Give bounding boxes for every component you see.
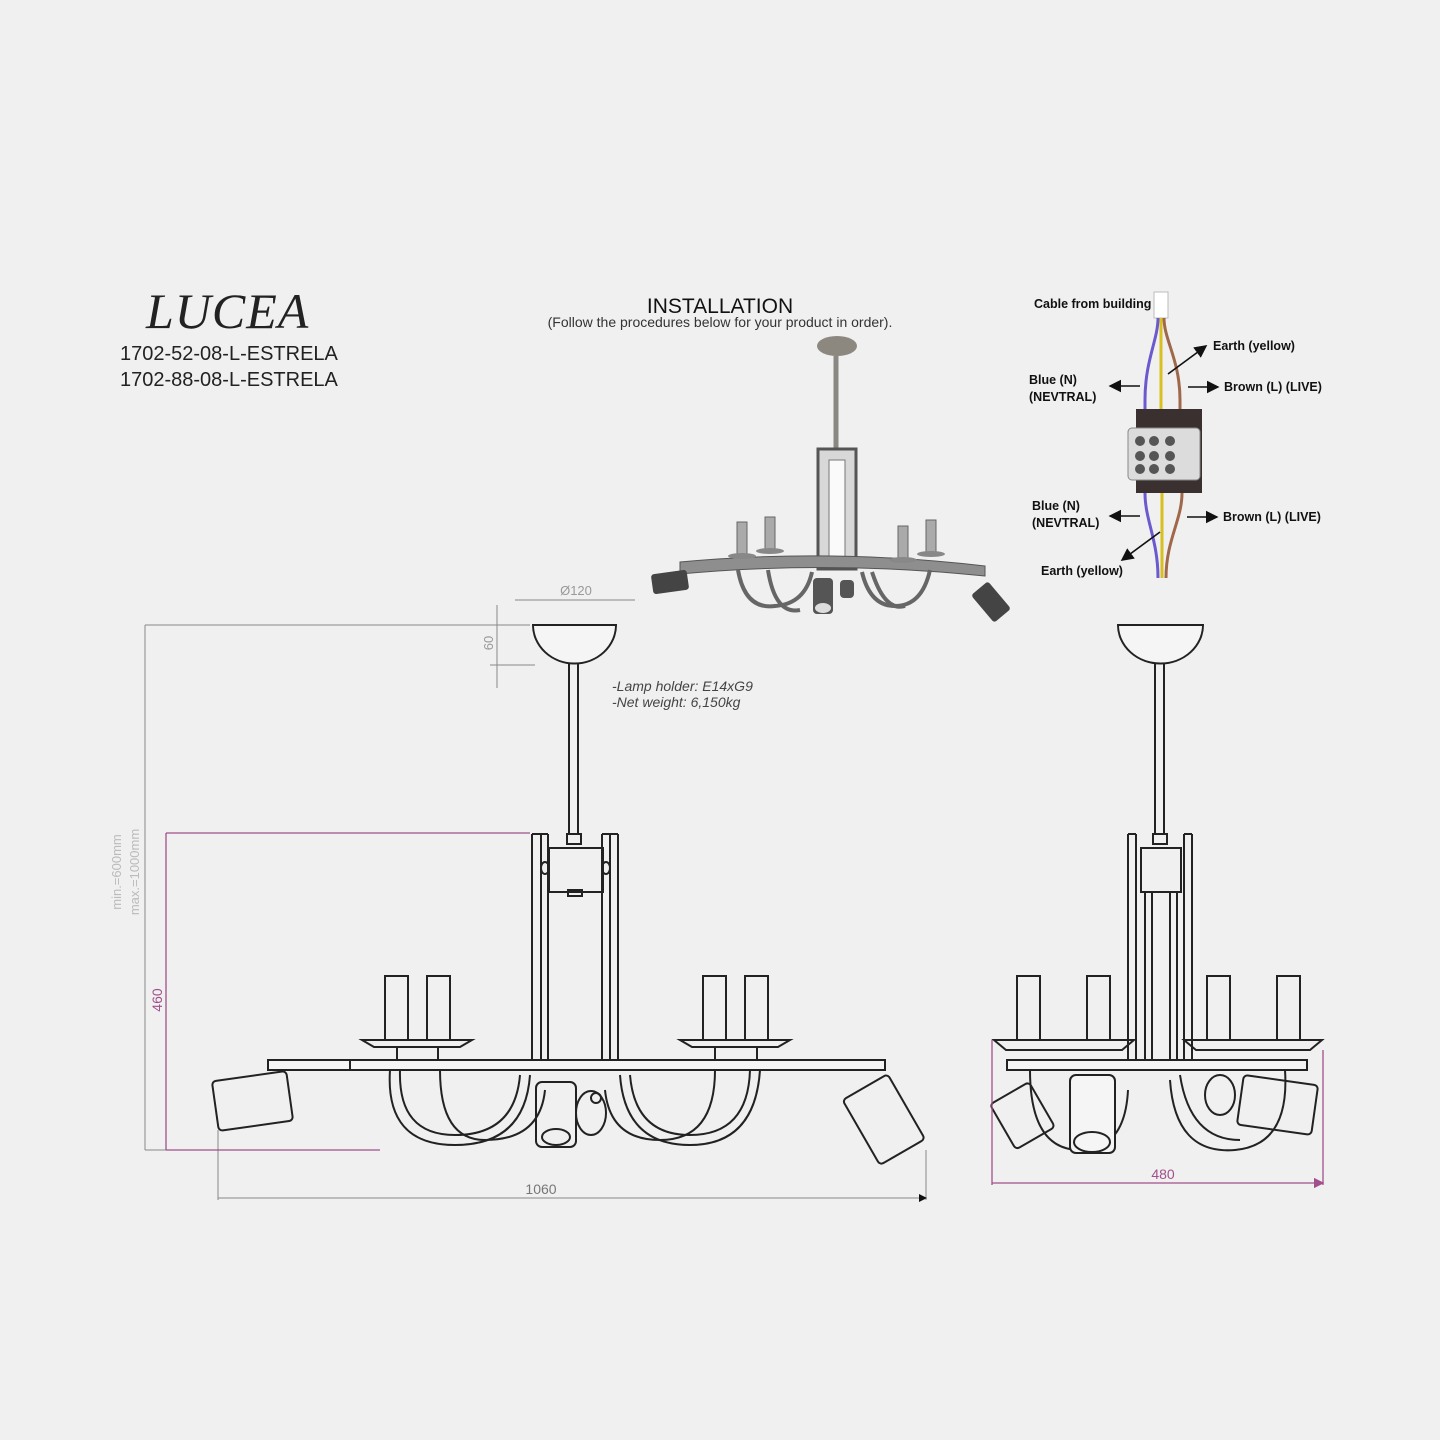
product-code: 1702-88-08-L-ESTRELA: [120, 369, 338, 391]
brand-name: LUCEA: [146, 283, 310, 339]
blue-wire-top: [1143, 317, 1160, 410]
cable-label: Cable from building: [1034, 297, 1152, 311]
blue-label-bottom-line1: Blue (N): [1032, 499, 1080, 513]
front-height-dimension: [165, 832, 530, 1151]
brown-label-top: Brown (L) (LIVE): [1224, 380, 1322, 394]
brown-label-bottom: Brown (L) (LIVE): [1223, 510, 1321, 524]
hang-max-label: max.=1000mm: [127, 829, 142, 915]
wiring-diagram: [1108, 291, 1220, 579]
blue-label-bottom: Blue (N) (NEVTRAL): [1032, 498, 1099, 532]
canopy-height-label: 60: [481, 636, 496, 650]
blue-label-top-line2: (NEVTRAL): [1029, 390, 1097, 404]
side-width-label: 480: [1151, 1166, 1175, 1182]
side-width-dimension: [991, 1040, 1325, 1189]
brown-wire-bottom: [1164, 492, 1184, 579]
installation-title: INSTALLATION: [646, 295, 794, 318]
side-view-drawing: [990, 624, 1325, 1154]
lamp-holder-spec: -Lamp holder: E14xG9: [612, 678, 753, 694]
hang-min-label: min.=600mm: [109, 834, 124, 910]
body-height-label: 460: [149, 988, 165, 1012]
blue-label-top-line1: Blue (N): [1029, 373, 1077, 387]
net-weight-spec: -Net weight: 6,150kg: [612, 694, 741, 710]
brown-wire-top: [1162, 317, 1182, 410]
blue-label-bottom-line2: (NEVTRAL): [1032, 516, 1100, 530]
chandelier-render: [651, 336, 1010, 622]
front-view-drawing: [211, 624, 925, 1165]
canopy-diameter-label: Ø120: [560, 583, 592, 598]
earth-label-top: Earth (yellow): [1213, 339, 1295, 353]
blue-wire-bottom: [1143, 492, 1160, 579]
installation-subtitle: (Follow the procedures below for your pr…: [547, 314, 893, 330]
product-code: 1702-52-08-L-ESTRELA: [120, 343, 338, 365]
earth-label-bottom: Earth (yellow): [1041, 564, 1123, 578]
total-width-label: 1060: [525, 1181, 556, 1197]
blue-label-top: Blue (N) (NEVTRAL): [1029, 372, 1096, 406]
